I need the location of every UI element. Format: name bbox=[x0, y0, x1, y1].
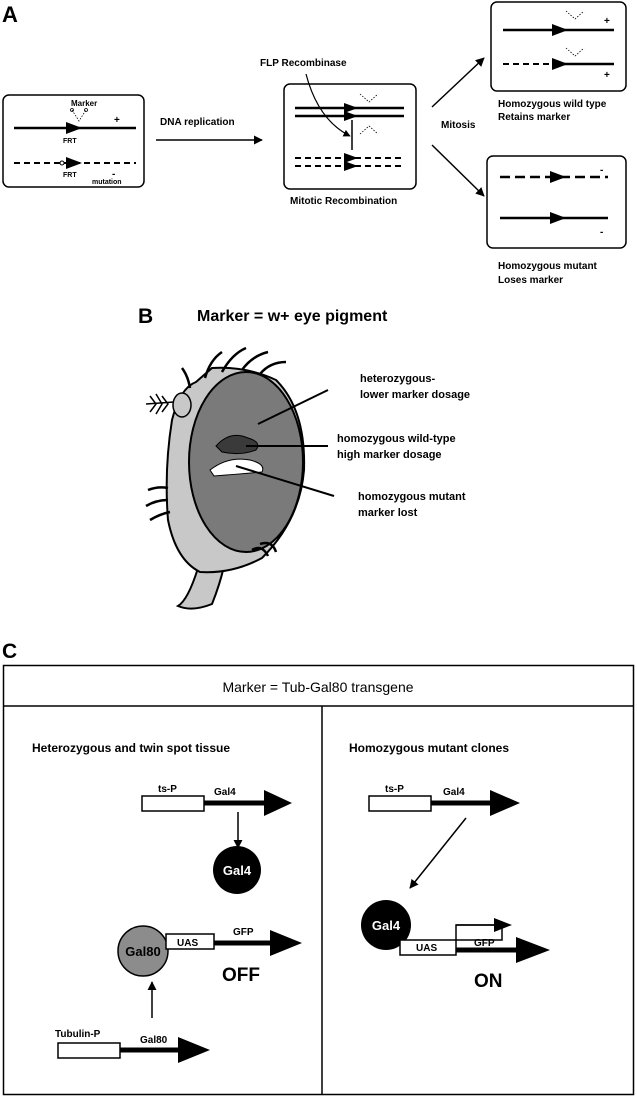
wild-type-dosage-line2: high marker dosage bbox=[337, 449, 442, 461]
frt-arrow-icon bbox=[66, 157, 82, 169]
plus-sign: + bbox=[114, 115, 120, 126]
fly-proboscis bbox=[175, 564, 226, 610]
marker-loop-icon bbox=[359, 93, 379, 103]
uas-label: UAS bbox=[416, 943, 437, 954]
gal4-gene-label: Gal4 bbox=[214, 787, 236, 798]
bristles-top bbox=[180, 346, 287, 389]
antenna-arista bbox=[145, 393, 175, 415]
mitotic-recombination-label: Mitotic Recombination bbox=[290, 196, 397, 207]
frt-arrow-icon bbox=[344, 111, 358, 121]
ts-promoter-label: ts-P bbox=[385, 784, 404, 795]
panel-a-letter: A bbox=[2, 2, 18, 27]
panel-c-title: Marker = Tub-Gal80 transgene bbox=[222, 679, 413, 695]
marker-end-icon bbox=[84, 108, 88, 112]
frt-arrow-icon bbox=[344, 103, 358, 113]
mutation-label: mutation bbox=[92, 179, 122, 186]
mutant-label-line1: Homozygous mutant bbox=[498, 261, 598, 272]
ts-promoter-box bbox=[368, 795, 432, 812]
gfp-gene-arrowhead bbox=[516, 937, 550, 963]
flp-recombinase-label: FLP Recombinase bbox=[260, 58, 347, 69]
ts-promoter-label: ts-P bbox=[158, 784, 177, 795]
hetero-label-line1: heterozygous- bbox=[360, 373, 436, 385]
right-column-heading: Homozygous mutant clones bbox=[349, 741, 509, 755]
off-state-label: OFF bbox=[222, 965, 260, 986]
panel-b-title: Marker = w+ eye pigment bbox=[197, 308, 388, 325]
ts-promoter-box bbox=[141, 795, 205, 812]
gal4-gene-arrowhead bbox=[490, 790, 520, 816]
antenna-base bbox=[172, 392, 192, 418]
tubulin-promoter-box bbox=[57, 1042, 121, 1059]
marker-loop-icon bbox=[565, 10, 585, 20]
on-state-label: ON bbox=[474, 971, 503, 992]
mutant-clone bbox=[209, 458, 264, 477]
gal4-gene-arrowhead bbox=[264, 790, 292, 816]
panel-c-letter: C bbox=[2, 640, 17, 663]
hetero-label-line2: lower marker dosage bbox=[360, 389, 470, 401]
gal80-protein bbox=[117, 925, 169, 977]
frt-arrow-icon bbox=[66, 122, 82, 134]
mutant-marker-line1: homozygous mutant bbox=[358, 491, 466, 503]
marker-label: Marker bbox=[71, 99, 97, 108]
mutant-label-line2: Loses marker bbox=[498, 275, 563, 286]
gal4-protein bbox=[213, 846, 261, 894]
marker-end-icon bbox=[70, 108, 74, 112]
gfp-label: GFP bbox=[474, 938, 495, 949]
marker-loop-icon bbox=[565, 47, 585, 57]
panel-b-letter: B bbox=[138, 305, 153, 328]
chromosome-box-wild-type bbox=[490, 1, 627, 92]
frt-arrow-icon bbox=[550, 212, 566, 224]
mitosis-arrow-down bbox=[431, 144, 485, 197]
dna-replication-label: DNA replication bbox=[160, 117, 235, 128]
flp-pointer-arrow bbox=[305, 73, 351, 137]
frt-arrow-icon bbox=[552, 58, 568, 70]
wild-type-label-line1: Homozygous wild type bbox=[498, 99, 607, 110]
gal4-protein bbox=[361, 900, 411, 950]
plus-sign: + bbox=[604, 70, 610, 81]
wild-type-dosage-line1: homozygous wild-type bbox=[337, 433, 456, 445]
marker-loop-icon bbox=[359, 125, 379, 135]
panel-c: C Marker = Tub-Gal80 transgene Heterozyg… bbox=[2, 640, 635, 1096]
mutant-marker-line2: marker lost bbox=[358, 507, 418, 519]
gal80-protein-label: Gal80 bbox=[125, 944, 160, 959]
gfp-transcript-arrowhead bbox=[494, 918, 512, 932]
chromosome-box-mutant bbox=[486, 155, 627, 249]
wild-type-label-line2: Retains marker bbox=[498, 112, 570, 123]
uas-label: UAS bbox=[177, 938, 198, 949]
minus-sign: - bbox=[112, 169, 115, 180]
gfp-gene-arrowhead bbox=[270, 930, 302, 956]
frt-label-top: FRT bbox=[63, 138, 77, 145]
frt-label-bottom: FRT bbox=[63, 172, 77, 179]
tubulin-promoter-label: Tubulin-P bbox=[55, 1029, 101, 1040]
plus-sign: + bbox=[604, 16, 610, 27]
panel-c-frame bbox=[2, 664, 635, 1096]
mitosis-label: Mitosis bbox=[441, 120, 476, 131]
callout-hetero bbox=[257, 389, 329, 425]
minus-sign: - bbox=[600, 227, 603, 238]
gal80-gene-arrowhead bbox=[178, 1037, 210, 1063]
wild-type-clone bbox=[215, 434, 259, 455]
bristles-bottom bbox=[251, 541, 278, 557]
mitosis-arrow-up bbox=[431, 57, 485, 108]
frt-arrow-icon bbox=[550, 171, 566, 183]
gal4-protein-label: Gal4 bbox=[372, 918, 401, 933]
panel-a: A Marker + FRT FRT - mutation DNA replic… bbox=[2, 1, 627, 286]
frt-arrow-icon bbox=[344, 153, 358, 163]
gal4-gene-label: Gal4 bbox=[443, 787, 465, 798]
callout-mutant bbox=[235, 465, 335, 497]
chromosome-box-recombination bbox=[283, 83, 417, 190]
minus-sign: - bbox=[600, 165, 603, 176]
left-column-heading: Heterozygous and twin spot tissue bbox=[32, 741, 230, 755]
frt-arrow-icon bbox=[552, 24, 568, 36]
bristles-side bbox=[145, 486, 171, 522]
gal4-protein-label: Gal4 bbox=[223, 863, 252, 878]
marker-end-icon bbox=[59, 160, 65, 166]
marker-loop-icon bbox=[71, 109, 87, 122]
gfp-label: GFP bbox=[233, 927, 254, 938]
frt-arrow-icon bbox=[344, 161, 358, 171]
gal4-expression-arrow bbox=[409, 817, 467, 889]
gal80-gene-label: Gal80 bbox=[140, 1035, 168, 1046]
panel-b: B Marker = w+ eye pigment heterozygous- … bbox=[138, 305, 470, 610]
